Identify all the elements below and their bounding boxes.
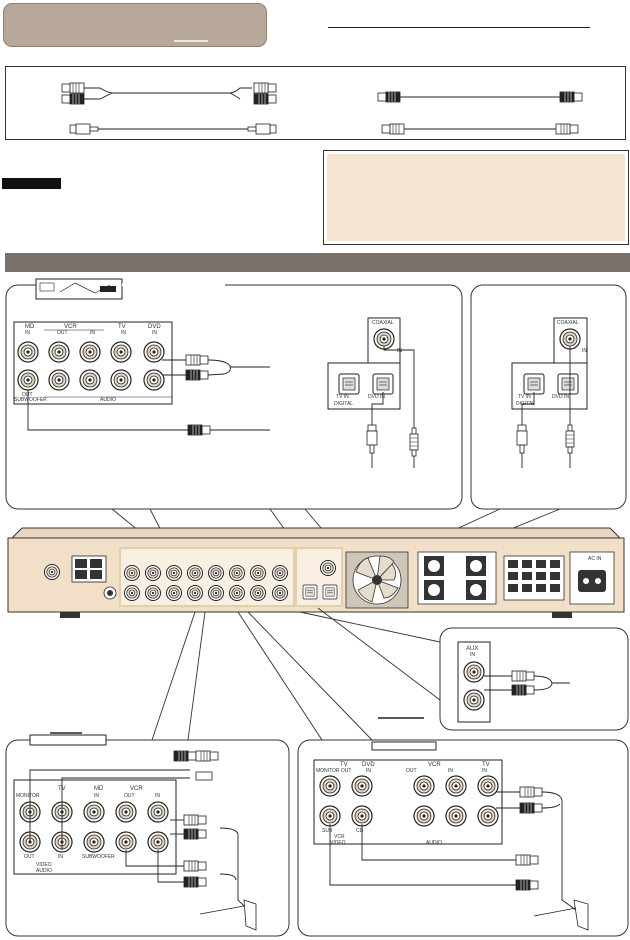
svg-text:IN: IN (482, 768, 487, 774)
bottom-right-cables (329, 791, 577, 911)
svg-text:VIDEO: VIDEO (36, 862, 52, 868)
detail-panel-bottom-right (297, 739, 629, 937)
svg-text:IN: IN (94, 793, 99, 799)
ac-in-label: AC IN (588, 556, 602, 562)
svg-text:CD: CD (356, 828, 364, 834)
svg-text:OUT: OUT (406, 768, 417, 774)
svg-text:IN: IN (155, 793, 160, 799)
cable-legend (5, 66, 626, 140)
svg-text:VCR: VCR (428, 762, 441, 768)
section-banner (5, 253, 630, 272)
svg-text:TV IN: TV IN (518, 394, 531, 400)
svg-text:AUDIO: AUDIO (36, 868, 52, 874)
svg-text:TV: TV (482, 762, 490, 768)
svg-text:IN: IN (152, 330, 157, 336)
legend-optical-cable (69, 123, 277, 135)
svg-text:IN: IN (366, 768, 371, 774)
detail-panel-bottom-left (5, 739, 290, 937)
svg-text:OUT: OUT (124, 793, 135, 799)
svg-text:SUBWOOFER: SUBWOOFER (82, 854, 115, 860)
bl-arrow-pointer (243, 899, 257, 931)
svg-text:IN: IN (121, 330, 126, 336)
svg-text:IN: IN (470, 652, 475, 658)
svg-text:OUT: OUT (24, 854, 35, 860)
callout-lines-bottom (151, 611, 373, 741)
bottom-left-jack-block: TV MD VCR MONITOR IN OUT IN OUT IN SUBWO… (13, 779, 177, 875)
svg-text:IN: IN (448, 768, 453, 774)
aux-jack-block: AUX IN (457, 641, 570, 723)
digital-jack-block-left: COAXIAL IN TV IN DVD IN DIGITAL (327, 317, 419, 468)
svg-text:DVD IN: DVD IN (368, 394, 385, 400)
svg-text:COAXIAL: COAXIAL (557, 320, 579, 326)
svg-text:DVD: DVD (362, 762, 375, 768)
svg-text:TV: TV (118, 324, 126, 330)
subwoofer-cable (27, 390, 270, 436)
md-deck-icon (35, 278, 123, 300)
legend-coaxial-cable (377, 91, 583, 103)
bl-plug-1 (173, 750, 197, 762)
svg-text:OUT: OUT (22, 392, 33, 398)
svg-text:DVD IN: DVD IN (552, 394, 569, 400)
svg-text:AUDIO: AUDIO (426, 840, 442, 846)
bottom-left-cables (29, 769, 249, 911)
svg-text:IN: IN (397, 348, 402, 354)
svg-text:TV IN: TV IN (336, 394, 349, 400)
md-deck-icon-small (29, 732, 107, 746)
legend-rca-stereo-cable (61, 82, 277, 105)
callout-lines-aux (299, 607, 441, 701)
svg-text:DVD: DVD (148, 324, 161, 330)
br-arrow-pointer (573, 899, 589, 931)
dvd-audio-cable (162, 354, 270, 381)
svg-text:VCR: VCR (130, 786, 143, 792)
svg-text:MD: MD (94, 786, 104, 792)
svg-text:MONITOR OUT: MONITOR OUT (316, 768, 351, 774)
svg-text:AUX: AUX (466, 646, 478, 652)
receiver-rear-panel (7, 527, 625, 618)
legend-video-pin-cable (381, 123, 579, 135)
section-heading-rule (328, 27, 590, 28)
dvd-player-icon-small (371, 717, 437, 751)
bottom-right-jack-block: TV MONITOR OUT DVD IN VCR OUT IN TV IN S… (313, 759, 503, 846)
svg-text:IN: IN (582, 348, 587, 354)
svg-text:VCR: VCR (334, 834, 345, 840)
note-badge (2, 178, 61, 189)
svg-text:DIGITAL: DIGITAL (334, 401, 353, 407)
svg-text:COAXIAL: COAXIAL (372, 320, 394, 326)
svg-text:SUBWOOFER: SUBWOOFER (14, 397, 47, 403)
digital-jack-block-right: COAXIAL IN TV IN DVD IN DIGITAL (511, 317, 588, 468)
audio-jack-block: MD VCR TV DVD IN OUT IN IN IN OUT SUBWOO… (13, 321, 173, 405)
svg-text:IN: IN (25, 330, 30, 336)
svg-text:VCR: VCR (64, 324, 77, 330)
bl-plug-3 (195, 771, 213, 781)
caution-box (323, 150, 629, 245)
caution-box-fill (327, 154, 625, 241)
svg-text:AUDIO: AUDIO (100, 397, 116, 403)
svg-text:TV: TV (340, 762, 348, 768)
svg-text:OUT: OUT (57, 330, 68, 336)
section-tab-underline (174, 40, 208, 42)
svg-text:MONITOR: MONITOR (16, 793, 40, 799)
svg-text:VIDEO: VIDEO (330, 840, 346, 846)
svg-text:SUB: SUB (322, 828, 333, 834)
detail-panel-digital (470, 284, 627, 510)
detail-panel-aux (439, 627, 629, 731)
svg-text:IN: IN (90, 330, 95, 336)
svg-text:MD: MD (25, 324, 35, 330)
section-tab (3, 3, 267, 47)
svg-text:IN: IN (58, 854, 63, 860)
detail-panel-audio (5, 284, 463, 510)
bl-plug-2 (195, 750, 219, 762)
